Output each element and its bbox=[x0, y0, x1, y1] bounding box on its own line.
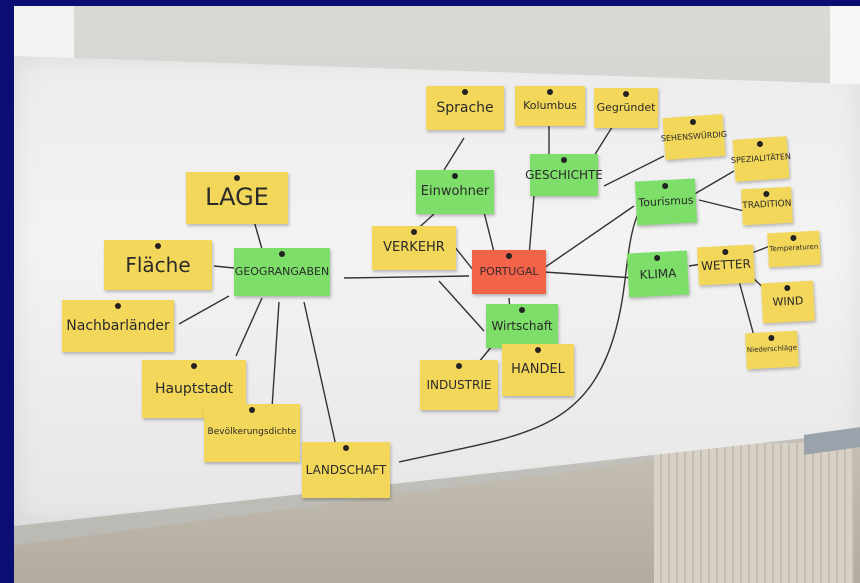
note-kolumbus: Kolumbus bbox=[515, 86, 585, 126]
note-wirtschaft: Wirtschaft bbox=[486, 304, 558, 348]
note-label: Einwohner bbox=[420, 184, 490, 200]
note-geo-angaben: GEOGRANGABEN bbox=[234, 248, 330, 296]
note-label: Tourismus bbox=[638, 193, 694, 210]
note-label: Bevölkerungsdichte bbox=[207, 427, 297, 438]
note-label: LAGE bbox=[205, 183, 269, 212]
note-spezialitaeten: SPEZIALITÄTEN bbox=[730, 136, 792, 182]
note-label: Wirtschaft bbox=[491, 318, 553, 333]
note-tourismus: Tourismus bbox=[634, 178, 698, 226]
note-label: WIND bbox=[772, 294, 804, 310]
note-gegruendet: Gegründet bbox=[594, 88, 658, 128]
note-label: PORTUGAL bbox=[479, 265, 539, 279]
note-handel: HANDEL bbox=[502, 344, 574, 396]
note-nachbarlaender: Nachbarländer bbox=[62, 300, 174, 352]
note-label: GEOGRANGABEN bbox=[234, 265, 330, 279]
note-label: Temperaturen bbox=[769, 243, 819, 254]
window-right bbox=[830, 6, 860, 96]
note-label: Fläche bbox=[125, 252, 191, 277]
note-wetter: WETTER bbox=[697, 244, 755, 286]
note-wind: WIND bbox=[760, 280, 816, 324]
note-label: WETTER bbox=[700, 256, 752, 273]
note-label: Niederschläge bbox=[746, 344, 798, 355]
note-label: LANDSCHAFT bbox=[305, 462, 387, 477]
note-verkehr: VERKEHR bbox=[372, 226, 456, 270]
note-label: SPEZIALITÄTEN bbox=[730, 151, 792, 165]
note-label: INDUSTRIE bbox=[426, 377, 492, 392]
note-tradition: TRADITION bbox=[741, 186, 793, 226]
note-label: Kolumbus bbox=[523, 99, 577, 113]
note-label: KLIMA bbox=[639, 265, 677, 282]
note-niederschlaege: Niederschläge bbox=[745, 330, 799, 370]
note-label: Nachbarländer bbox=[66, 317, 170, 334]
note-sehenswuerdig: SEHENSWÜRDIG bbox=[660, 113, 728, 161]
note-label: HANDEL bbox=[511, 362, 565, 378]
note-label: SEHENSWÜRDIG bbox=[660, 129, 728, 144]
note-geschichte: GESCHICHTE bbox=[525, 154, 603, 196]
note-temperaturen: Temperaturen bbox=[767, 230, 821, 268]
note-industrie: INDUSTRIE bbox=[420, 360, 498, 410]
note-flaeche: Fläche bbox=[104, 240, 212, 290]
note-klima: KLIMA bbox=[626, 250, 690, 298]
note-lage: LAGE bbox=[186, 172, 288, 224]
note-sprache: Sprache bbox=[426, 86, 504, 130]
note-label: TRADITION bbox=[742, 199, 792, 212]
note-portugal: PORTUGAL bbox=[472, 250, 546, 294]
note-label: Gegründet bbox=[596, 101, 656, 115]
note-label: Sprache bbox=[436, 99, 494, 116]
note-label: Hauptstadt bbox=[154, 380, 234, 397]
note-label: GESCHICHTE bbox=[525, 167, 603, 182]
note-bevoelkerungsdichte: Bevölkerungsdichte bbox=[204, 404, 300, 462]
note-label: VERKEHR bbox=[383, 240, 445, 256]
radiator bbox=[654, 443, 854, 583]
window bbox=[14, 6, 74, 66]
note-einwohner: Einwohner bbox=[416, 170, 494, 214]
note-landschaft: LANDSCHAFT bbox=[302, 442, 390, 498]
